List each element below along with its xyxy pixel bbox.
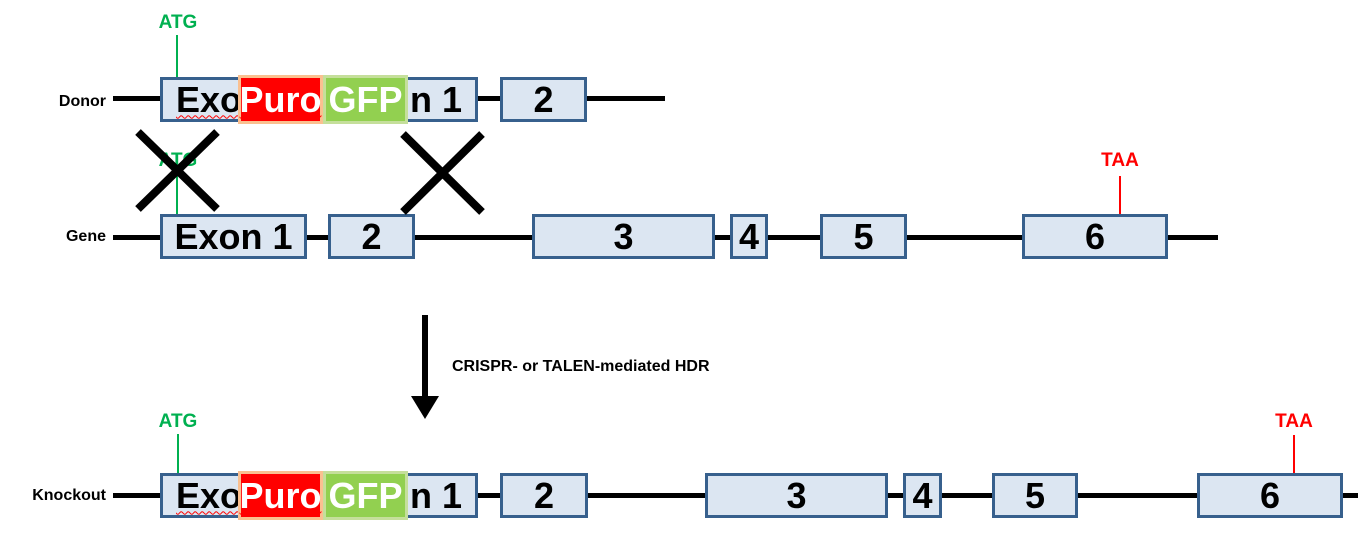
knockout-exon6-label: 6 [1259, 474, 1281, 516]
gene-row-label: Gene [65, 228, 106, 245]
knockout-exon1-suffix-text: n 1 [409, 474, 462, 516]
knockout-exon2-label: 2 [533, 474, 555, 516]
knockout-exon4-label: 4 [912, 474, 933, 516]
knockout-exon5-box: 5 [992, 473, 1078, 518]
knockout-gfp-cassette-box: GFP [323, 471, 408, 520]
knockout-exon3-label: 3 [786, 474, 807, 516]
donor-exon1-prefix-text: Exo [176, 78, 243, 120]
knockout-exon6-box: 6 [1197, 473, 1343, 518]
donor-start-codon-label: ATG [158, 12, 198, 33]
gene-start-codon-pointer-line [176, 168, 178, 214]
donor-row-label: Donor [58, 93, 106, 110]
donor-puro-label: Puro [239, 78, 322, 120]
knockout-puro-label: Puro [239, 474, 322, 516]
gene-exon6-label: 6 [1084, 215, 1106, 257]
recombination-cross-right-icon [400, 131, 485, 215]
knockout-stop-codon-label: TAA [1275, 411, 1313, 432]
donor-start-codon-pointer-line [176, 35, 178, 77]
gene-stop-codon-label: TAA [1101, 150, 1139, 171]
donor-exon2-label: 2 [533, 78, 554, 120]
donor-exon1-suffix-text: n 1 [409, 78, 462, 120]
gene-exon6-box: 6 [1022, 214, 1168, 259]
gene-exon5-label: 5 [853, 215, 874, 257]
knockout-exon1-prefix-text: Exo [176, 474, 243, 516]
knockout-exon4-box: 4 [903, 473, 942, 518]
hdr-arrow-shaft [422, 315, 428, 397]
gene-exon1-label: Exon 1 [174, 215, 293, 257]
gene-exon4-label: 4 [738, 215, 760, 257]
gene-exon3-box: 3 [532, 214, 715, 259]
knockout-puro-cassette-box: Puro [238, 471, 323, 520]
knockout-stop-codon-pointer-line [1293, 435, 1295, 473]
recombination-cross-left-icon [135, 129, 220, 212]
hdr-arrow-head-icon [411, 396, 439, 419]
gene-exon5-box: 5 [820, 214, 907, 259]
hdr-arrow-caption: CRISPR- or TALEN-mediated HDR [452, 358, 710, 375]
donor-gfp-label: GFP [328, 78, 403, 120]
gene-stop-codon-pointer-line [1119, 176, 1121, 214]
knockout-exon5-label: 5 [1024, 474, 1046, 516]
gene-exon2-box: 2 [328, 214, 415, 259]
knockout-gfp-label: GFP [328, 474, 403, 516]
knockout-row-label: Knockout [32, 487, 106, 504]
donor-exon2-box: 2 [500, 77, 587, 122]
gene-exon2-label: 2 [361, 215, 382, 257]
knockout-start-codon-label: ATG [158, 411, 198, 432]
knockout-exon2-box: 2 [500, 473, 588, 518]
knockout-start-codon-pointer-line [177, 434, 179, 473]
donor-gfp-cassette-box: GFP [323, 75, 408, 124]
gene-exon4-box: 4 [730, 214, 768, 259]
gene-exon3-label: 3 [613, 215, 634, 257]
donor-puro-cassette-box: Puro [238, 75, 323, 124]
knockout-exon3-box: 3 [705, 473, 888, 518]
gene-exon1-box: Exon 1 [160, 214, 307, 259]
